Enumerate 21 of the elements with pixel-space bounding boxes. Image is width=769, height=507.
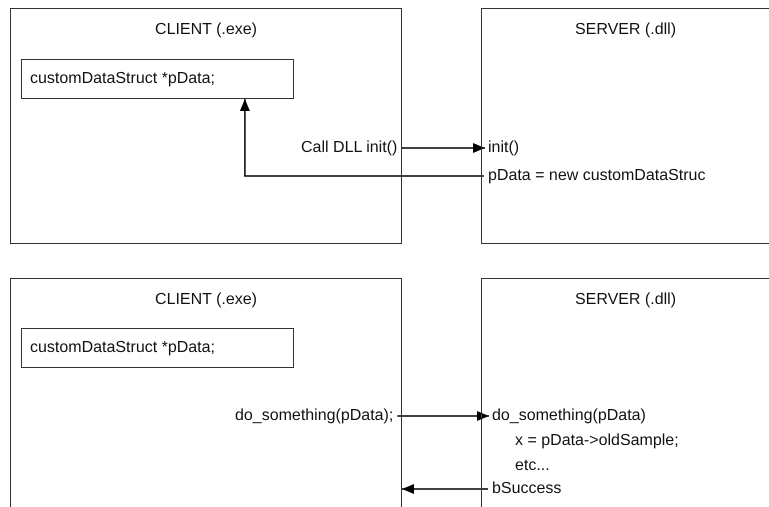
code-text: do_something(pData) [492, 406, 647, 426]
code-text: bSuccess [492, 479, 562, 499]
arrow [397, 411, 489, 421]
code-text: Call DLL init() [301, 138, 398, 158]
panel-title: SERVER (.dll) [574, 291, 678, 309]
panel [481, 278, 769, 507]
panel [10, 8, 402, 244]
panel [481, 8, 769, 244]
panel-title: CLIENT (.exe) [154, 291, 258, 309]
code-text: pData = new customDataStruc [488, 166, 706, 186]
panel-title: SERVER (.dll) [574, 21, 678, 39]
code-text: x = pData->oldSample; etc... [515, 431, 680, 476]
code-text: init() [488, 138, 520, 158]
code-text: do_something(pData); [235, 406, 394, 426]
code-box: customDataStruct *pData; [21, 59, 294, 99]
arrow [240, 99, 484, 177]
arrow [401, 143, 485, 153]
panel [10, 278, 402, 507]
arrow [402, 484, 488, 494]
code-box: customDataStruct *pData; [21, 328, 294, 368]
panel-title: CLIENT (.exe) [154, 21, 258, 39]
